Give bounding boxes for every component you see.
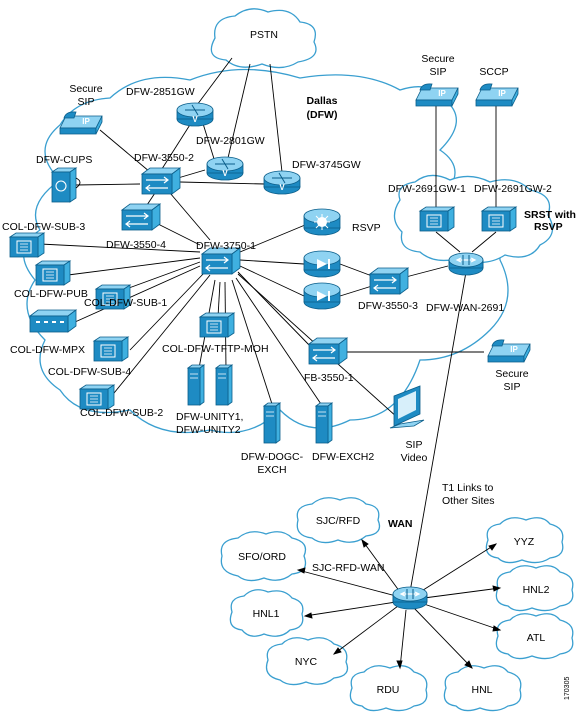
col-dfw-sub-1-label: COL-DFW-SUB-1: [84, 297, 167, 309]
dfw-unity-label-2: DFW-UNITY2: [176, 424, 241, 436]
dfw-dogc-exch-tower-server-icon: [263, 402, 281, 444]
rsvp-gatekeeper-icon: [303, 208, 341, 236]
atl-label: ATL: [527, 632, 546, 644]
dfw-3550-3-switch-icon: [369, 267, 409, 295]
rsvp-label: RSVP: [352, 222, 381, 234]
dfw-2851gw-label: DFW-2851GW: [126, 86, 195, 98]
dfw-2851gw-voice-router-icon: [176, 102, 214, 127]
cloud-hnl1: [229, 589, 304, 637]
encryption-device-2-icon: [303, 282, 341, 310]
t1-links-label-1: T1 Links to: [442, 482, 494, 494]
col-dfw-mpx-server-icon: [28, 309, 78, 333]
dfw-3550-2-label: DFW-3550-2: [134, 152, 194, 164]
dfw-3550-3-label: DFW-3550-3: [358, 300, 418, 312]
hnl1-label: HNL1: [253, 608, 280, 620]
fb-3550-1-switch-icon: [308, 337, 348, 365]
cloud-sfo-ord: [220, 531, 307, 582]
connections: [39, 57, 502, 670]
secure-sip-left-label-2: SIP: [78, 96, 95, 108]
sjc-rfd-wan-label: SJC-RFD-WAN: [312, 562, 385, 574]
secure-sip-top-label-2: SIP: [430, 66, 447, 78]
secure-sip-left-label-1: Secure: [69, 83, 102, 95]
dfw-wan-2691-router-icon: [448, 252, 484, 276]
srst-sub-label: RSVP: [534, 221, 563, 233]
pstn-cloud: [210, 8, 317, 69]
col-dfw-tftp-moh-label: COL-DFW-TFTP-MOH: [162, 343, 269, 355]
sip-video-label-2: Video: [401, 452, 428, 464]
dfw-dogc-exch-label-1: DFW-DOGC-: [241, 451, 304, 463]
dfw-2801gw-label: DFW-2801GW: [196, 135, 265, 147]
srst-cloud: [393, 174, 554, 263]
dfw-3550-2-switch-icon: [141, 167, 181, 195]
dfw-wan-2691-label: DFW-WAN-2691: [426, 302, 504, 314]
col-dfw-pub-server-icon: [35, 260, 71, 286]
dfw-3745gw-label: DFW-3745GW: [292, 159, 361, 171]
dallas-label: Dallas: [307, 95, 338, 107]
pstn-label: PSTN: [250, 29, 278, 41]
dallas-sub-label: (DFW): [307, 109, 338, 121]
t1-links-label-2: Other Sites: [442, 495, 495, 507]
sjc-rfd-label: SJC/RFD: [316, 515, 361, 527]
col-dfw-sub-2-label: COL-DFW-SUB-2: [80, 407, 163, 419]
dfw-2801gw-voice-router-icon: [206, 156, 244, 181]
cloud-rdu: [349, 665, 428, 712]
dfw-2691gw-2-label: DFW-2691GW-2: [474, 183, 552, 195]
secure-sip-right-label-2: SIP: [504, 381, 521, 393]
dfw-3750-1-label: DFW-3750-1: [196, 240, 256, 252]
dfw-exch2-label: DFW-EXCH2: [312, 451, 374, 463]
dfw-unity-label-1: DFW-UNITY1,: [176, 411, 243, 423]
srst-label: SRST with: [524, 209, 576, 221]
dfw-unity2-tower-server-icon: [215, 364, 233, 406]
secure-sip-top-label-1: Secure: [421, 53, 454, 65]
cloud-atl: [495, 613, 574, 660]
dallas-cloud: [22, 68, 509, 434]
cloud-sjc-rfd: [296, 497, 381, 544]
dfw-exch2-tower-server-icon: [315, 402, 333, 444]
cloud-hnl: [443, 665, 522, 712]
col-dfw-sub-3-label: COL-DFW-SUB-3: [2, 221, 85, 233]
col-dfw-sub-3-server-icon: [9, 232, 45, 258]
secure-sip-right-ip-phone-icon: [487, 339, 531, 363]
dfw-cups-server-icon: [50, 167, 81, 203]
wan-links: [296, 538, 502, 670]
dfw-3745gw-voice-router-icon: [263, 170, 301, 195]
col-dfw-pub-label: COL-DFW-PUB: [14, 288, 88, 300]
cloud-nyc: [265, 637, 349, 686]
sccp-label: SCCP: [479, 66, 508, 78]
dfw-2691gw-1-label: DFW-2691GW-1: [388, 183, 466, 195]
hnl-label: HNL: [471, 684, 492, 696]
sccp-ip-phone-icon: [475, 83, 519, 107]
secure-sip-top-ip-phone-icon: [415, 83, 459, 107]
yyz-label: YYZ: [514, 536, 535, 548]
nyc-label: NYC: [295, 656, 318, 668]
dfw-2691gw-2-server-icon: [481, 206, 517, 232]
secure-sip-right-label-1: Secure: [495, 368, 528, 380]
hnl2-label: HNL2: [523, 584, 550, 596]
sjc-rfd-wan-router-icon: [392, 586, 428, 610]
wan-label: WAN: [388, 518, 413, 530]
dfw-unity1-tower-server-icon: [187, 364, 205, 406]
dfw-2691gw-1-server-icon: [419, 206, 455, 232]
dfw-3550-4-label: DFW-3550-4: [106, 239, 166, 251]
col-dfw-sub-4-label: COL-DFW-SUB-4: [48, 366, 131, 378]
labels: PSTN Dallas (DFW) Secure SIP DFW-2851GW …: [2, 29, 576, 700]
rdu-label: RDU: [377, 684, 400, 696]
figure-id-label: 170305: [564, 677, 571, 700]
cloud-hnl2: [495, 565, 574, 612]
sip-video-monitor-icon: [389, 385, 425, 429]
col-dfw-tftp-moh-server-icon: [199, 312, 235, 338]
sip-video-label-1: SIP: [406, 439, 423, 451]
col-dfw-sub-2-server-icon: [79, 384, 115, 410]
encryption-device-1-icon: [303, 250, 341, 278]
sfo-ord-label: SFO/ORD: [238, 551, 286, 563]
dfw-cups-label: DFW-CUPS: [36, 154, 92, 166]
dfw-dogc-exch-label-2: EXCH: [257, 464, 286, 476]
fb-3550-1-label: FB-3550-1: [304, 372, 354, 384]
cloud-yyz: [485, 517, 564, 564]
col-dfw-sub-4-server-icon: [93, 336, 129, 362]
dfw-3550-4-switch-icon: [121, 203, 161, 231]
col-dfw-mpx-label: COL-DFW-MPX: [10, 344, 85, 356]
